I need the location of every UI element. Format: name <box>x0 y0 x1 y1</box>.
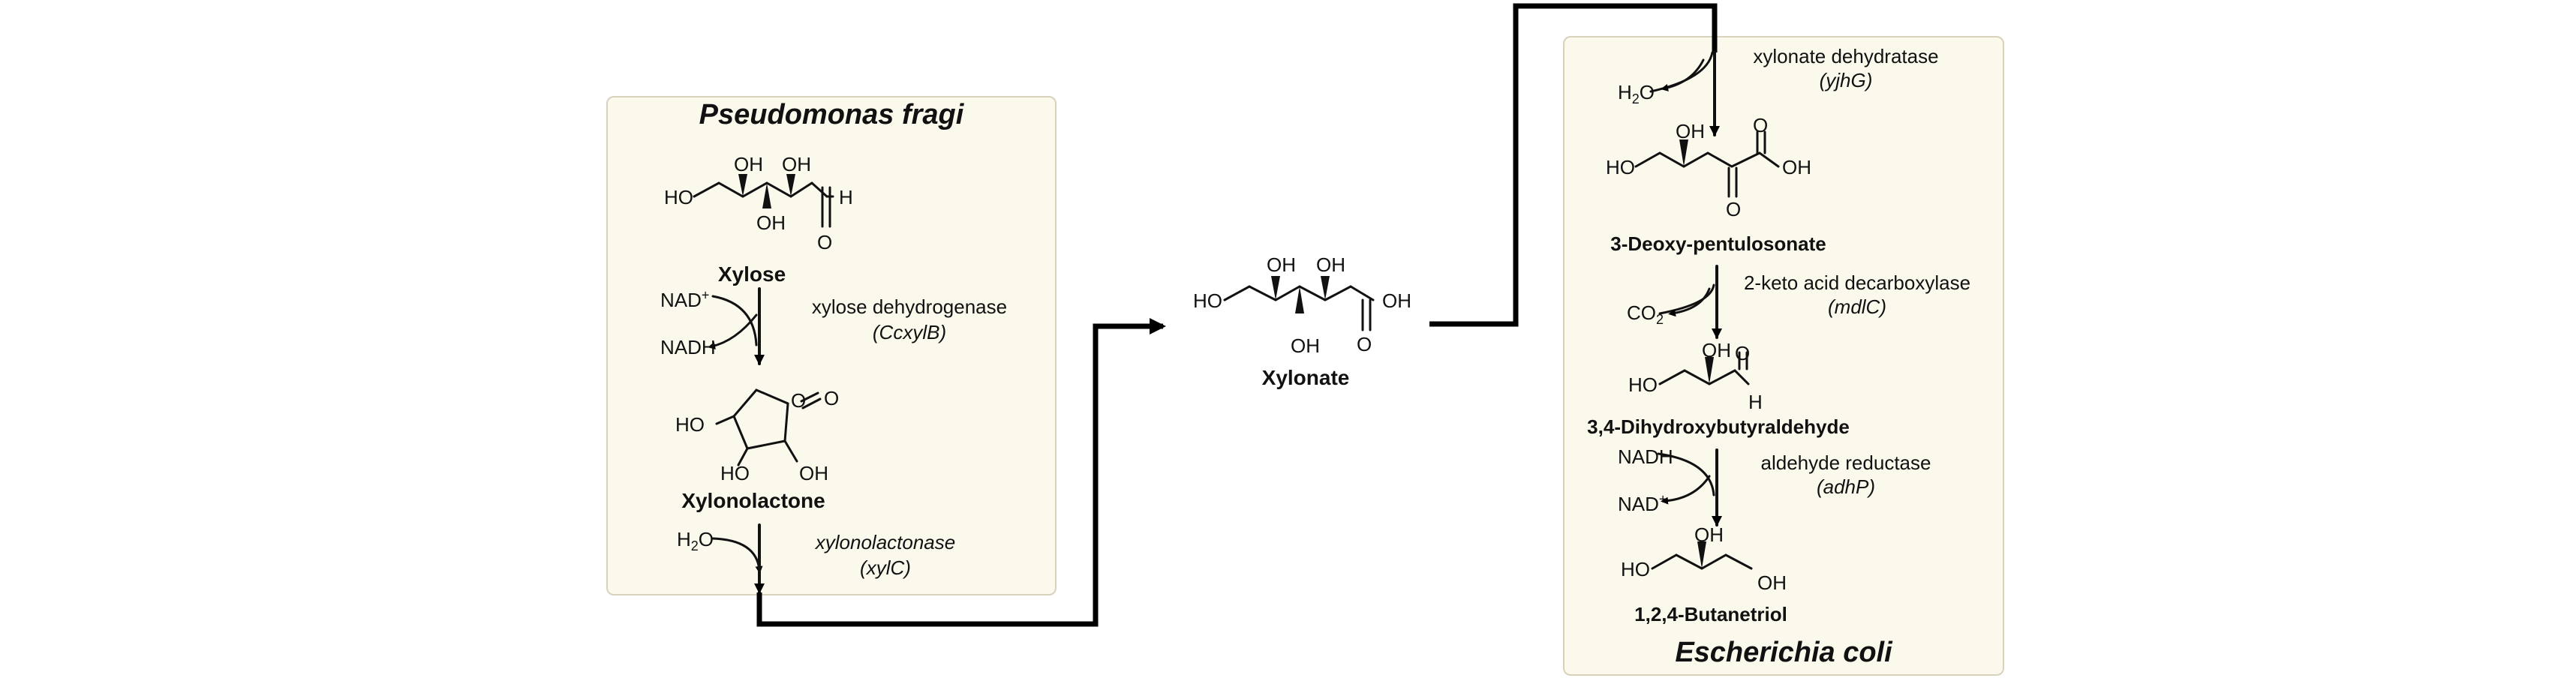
enzyme-aldehyde-reductase-name: aldehyde reductase <box>1760 452 1931 474</box>
ecoli-panel <box>1563 36 2004 676</box>
pseudomonas-panel <box>606 96 1057 596</box>
cofactor-nadh-2: NADH <box>1618 446 1673 468</box>
enzyme-keto-acid-decarboxylase-name: 2-keto acid decarboxylase <box>1743 272 1971 294</box>
xylonate-o: O <box>1357 333 1372 356</box>
xylonate-oh-acid: OH <box>1382 290 1411 312</box>
cofactor-nadh-1: NADH <box>660 336 716 358</box>
label-deoxy-pentulosonate: 3-Deoxy-pentulosonate <box>1610 232 1826 255</box>
dp-oh-acid: OH <box>1782 156 1811 178</box>
enzyme-keto-acid-decarboxylase: 2-keto acid decarboxylase (mdlC) <box>1733 273 1981 316</box>
enzyme-xylose-dh-gene: (CcxylB) <box>872 321 947 344</box>
xylonate-oh-1: OH <box>1267 254 1296 276</box>
enzyme-xylonolactonase: xylonolactonase (xylC) <box>788 532 983 578</box>
xylose-structure: HO H O OH OH OH <box>664 153 853 254</box>
lactone-ho-1: HO <box>675 413 705 436</box>
label-xylonolactone: Xylonolactone <box>681 489 825 512</box>
enzyme-xylose-dh-name: xylose dehydrogenase <box>811 296 1008 318</box>
xylose-oh-2: OH <box>782 153 811 176</box>
xylose-oh-1: OH <box>734 153 763 176</box>
enzyme-xylonolactonase-gene: (xylC) <box>860 556 911 579</box>
lactone-ring-o: O <box>791 389 806 412</box>
xylonate-structure: HO OH O OH OH OH <box>1193 254 1411 357</box>
label-xylonate: Xylonate <box>1261 366 1350 389</box>
flow-arrow-to-ecoli <box>1429 3 1718 327</box>
dihydroxybutyraldehyde-structure: HO H O OH <box>1628 339 1763 413</box>
lactone-carbonyl-o: O <box>824 387 839 410</box>
xylonate-ho: HO <box>1193 290 1222 312</box>
dhba-o: O <box>1735 342 1750 364</box>
xylose-oh-3: OH <box>756 212 786 234</box>
enzyme-xylonate-dehydratase: xylonate dehydratase (yjhG) <box>1733 46 1958 90</box>
enzyme-keto-acid-decarboxylase-gene: (mdlC) <box>1827 296 1886 318</box>
lactone-oh: OH <box>799 462 828 484</box>
cofactor-nad-plus-1: NAD+ <box>660 287 710 311</box>
dhba-ho: HO <box>1628 374 1658 396</box>
cofactor-water-1: H2O <box>677 528 714 554</box>
ecoli-title: Escherichia coli <box>1675 637 1892 668</box>
xylose-h: H <box>839 186 853 208</box>
cofactor-co2: CO2 <box>1627 302 1664 328</box>
cofactor-nad-plus-2: NAD+ <box>1618 491 1667 515</box>
enzyme-xylose-dh: xylose dehydrogenase (CcxylB) <box>782 297 1037 342</box>
xylose-ho: HO <box>664 186 693 208</box>
label-xylose: Xylose <box>717 262 786 286</box>
label-butanetriol: 1,2,4-Butanetriol <box>1634 603 1787 626</box>
bt-oh: OH <box>1694 524 1724 546</box>
step1-cofactor-curve <box>711 295 758 346</box>
dhba-h: H <box>1748 391 1763 413</box>
lactone-ho-2: HO <box>720 462 750 484</box>
bt-ho: HO <box>1621 558 1650 580</box>
dp-oh: OH <box>1676 120 1705 142</box>
xylonate-oh-2: OH <box>1316 254 1345 276</box>
dp-keto-o: O <box>1753 114 1768 136</box>
xylonate-oh-3: OH <box>1291 334 1320 357</box>
xylonolactone-structure: O O HO HO OH <box>675 387 839 484</box>
cofactor-water-2: H2O <box>1618 81 1655 107</box>
dp-ho: HO <box>1606 156 1635 178</box>
butanetriol-structure: HO OH OH <box>1621 524 1787 594</box>
enzyme-aldehyde-reductase: aldehyde reductase (adhP) <box>1733 453 1958 496</box>
enzyme-xylonate-dehydratase-gene: (yjhG) <box>1819 69 1873 92</box>
bt-oh-end: OH <box>1757 572 1787 594</box>
dp-acid-o: O <box>1726 198 1741 220</box>
xylose-o: O <box>817 231 832 254</box>
label-dihydroxybutyraldehyde: 3,4-Dihydroxybutyraldehyde <box>1587 416 1850 438</box>
pseudomonas-title: Pseudomonas fragi <box>699 99 964 130</box>
flow-arrow-to-xylonate <box>756 318 1166 627</box>
enzyme-xylonate-dehydratase-name: xylonate dehydratase <box>1753 45 1939 68</box>
enzyme-xylonolactonase-name: xylonolactonase <box>815 531 956 554</box>
deoxy-pentulosonate-structure: HO OH OH O O <box>1606 114 1811 220</box>
enzyme-aldehyde-reductase-gene: (adhP) <box>1816 476 1876 498</box>
dhba-oh: OH <box>1702 339 1731 362</box>
